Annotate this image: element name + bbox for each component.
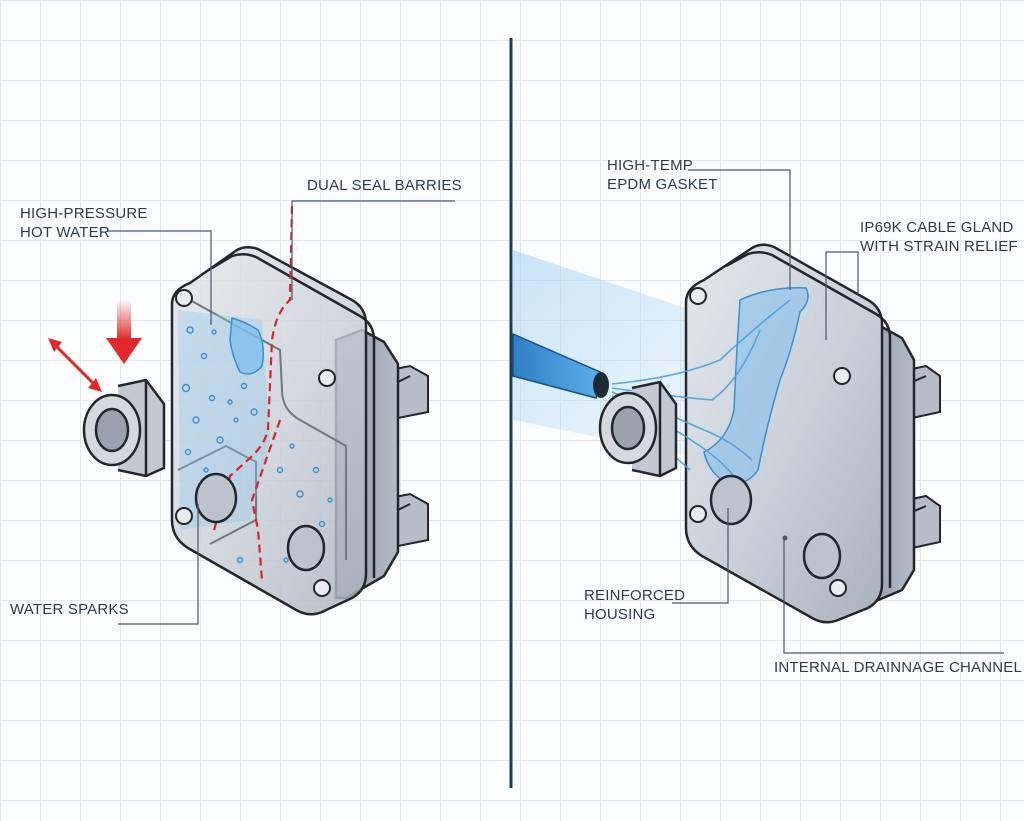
leader-housing: [672, 508, 729, 604]
label-ip69k-cable-gland: IP69K CABLE GLAND: [860, 219, 1014, 236]
label-strain-relief: WITH STRAIN RELIEF: [860, 238, 1018, 255]
water-droplet: [312, 466, 320, 474]
water-droplet: [289, 443, 295, 449]
screw-icon: [833, 367, 851, 385]
screw-icon: [175, 289, 193, 307]
water-droplet: [203, 467, 209, 473]
left-screws: [175, 289, 336, 597]
water-droplet: [236, 556, 244, 564]
label-internal-drainage: INTERNAL DRAINNAGE CHANNEL: [774, 659, 1023, 676]
left-inner-wall: [189, 299, 347, 560]
leader-dual-seal: [291, 200, 455, 300]
right-lid-seam: [725, 251, 892, 588]
water-droplet: [186, 326, 194, 334]
leader-pressure: [108, 230, 212, 325]
water-droplet: [211, 329, 217, 335]
water-droplets: [181, 326, 333, 564]
seal-barrier-line-2: [250, 419, 282, 581]
left-water-splash: [229, 317, 265, 375]
label-dual-seal-barriers: DUAL SEAL BARRIES: [307, 177, 462, 194]
left-enclosure: [170, 205, 429, 616]
screw-icon: [313, 579, 331, 597]
water-droplet: [318, 520, 326, 528]
screw-icon: [829, 579, 847, 597]
drainage-point: [782, 535, 788, 541]
screw-icon: [689, 287, 707, 305]
right-water-splash: [703, 287, 809, 485]
water-droplet: [208, 394, 216, 402]
label-high-pressure: HIGH-PRESSURE: [20, 205, 148, 222]
label-water-sparks: WATER SPARKS: [10, 601, 129, 618]
screw-icon: [689, 505, 707, 523]
label-housing: HOUSING: [584, 606, 656, 623]
leader-gasket: [688, 169, 791, 290]
label-reinforced: REINFORCED: [584, 587, 686, 604]
water-droplet: [283, 557, 289, 563]
water-droplet: [233, 417, 239, 423]
left-port-hole-1: [194, 472, 238, 524]
leader-water-sparks: [118, 504, 199, 625]
leader-gland: [825, 251, 859, 340]
left-leader-lines: [108, 200, 455, 625]
right-cable-gland: [598, 380, 678, 478]
left-port-hole-2: [286, 524, 326, 572]
water-droplet: [250, 408, 258, 416]
right-port-hole-1: [709, 474, 753, 526]
water-droplet: [327, 497, 333, 503]
left-lid-seam: [211, 253, 376, 578]
leader-drainage: [783, 540, 1004, 654]
seal-barrier-line-1: [212, 205, 294, 531]
water-droplet: [296, 490, 304, 498]
water-droplet: [181, 383, 191, 393]
label-epdm-gasket: EPDM GASKET: [607, 176, 718, 193]
right-screws: [689, 287, 851, 597]
water-droplet: [227, 399, 233, 405]
water-droplet: [276, 466, 284, 474]
water-droplet: [184, 448, 192, 456]
label-high-temp: HIGH-TEMP: [607, 157, 693, 174]
nozzle-tip: [593, 372, 609, 398]
water-droplet: [200, 352, 208, 360]
pressure-arrow: [106, 300, 142, 364]
water-droplet: [216, 436, 224, 444]
water-droplet: [240, 382, 248, 390]
right-port-hole-2: [802, 532, 842, 580]
left-cable-gland: [82, 378, 166, 478]
screw-icon: [318, 369, 336, 387]
water-droplet: [192, 416, 200, 424]
right-enclosure: [611, 243, 941, 624]
left-inner-box: [177, 444, 257, 545]
label-hot-water: HOT WATER: [20, 224, 110, 241]
right-leader-lines: [672, 169, 1004, 654]
movement-arrow: [48, 338, 102, 392]
screw-icon: [175, 507, 193, 525]
right-housing-face: [684, 243, 884, 624]
spray-nozzle: [512, 332, 601, 399]
